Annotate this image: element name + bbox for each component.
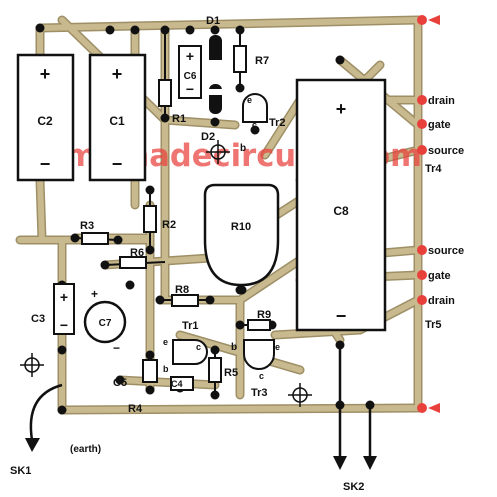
tr4-gate-label: gate xyxy=(428,119,451,131)
polarity-plus: + xyxy=(186,48,194,64)
label-c4: C4 xyxy=(171,379,183,389)
resistor-r2: R2 xyxy=(143,190,176,250)
label-r6: R6 xyxy=(130,247,144,259)
transistor-tr1: e c b Tr1 xyxy=(163,320,208,374)
polarity-minus: − xyxy=(186,81,194,97)
pin-b: b xyxy=(163,364,169,374)
label-r7: R7 xyxy=(255,55,269,67)
label-c7: C7 xyxy=(99,318,112,329)
resistor-r7: R7 xyxy=(233,30,269,88)
label-r10: R10 xyxy=(231,221,251,233)
label-r8: R8 xyxy=(175,284,189,296)
polarity-plus: + xyxy=(40,64,51,84)
diode-d2: D2 xyxy=(201,84,222,143)
tr5-gate-label: gate xyxy=(428,270,451,282)
tr4-source-label: source xyxy=(428,145,464,157)
label-d1: D1 xyxy=(206,15,220,27)
resistor-r5: R5 xyxy=(208,350,238,395)
label-r1: R1 xyxy=(172,113,186,125)
capacitor-c6: + C6 − xyxy=(178,45,202,99)
sk1-earth-note: (earth) xyxy=(70,444,101,455)
registration-mark xyxy=(206,140,230,164)
sk2-arrow-icon xyxy=(333,456,347,470)
polarity-minus: − xyxy=(40,154,51,174)
label-r4: R4 xyxy=(128,403,143,415)
label-sk1: SK1 xyxy=(10,465,31,477)
resistor-r8: R8 xyxy=(160,284,210,307)
capacitor-c8: + C8 − xyxy=(295,78,387,332)
label-tr5: Tr5 xyxy=(425,319,442,331)
tr4-drain-label: drain xyxy=(428,95,455,107)
label-tr1: Tr1 xyxy=(182,320,199,332)
label-r3: R3 xyxy=(80,220,94,232)
pin-b: b xyxy=(231,342,237,353)
capacitor-c7: C7 + − xyxy=(83,287,127,355)
polarity-plus: + xyxy=(112,64,123,84)
label-c8: C8 xyxy=(333,204,349,218)
polarity-plus: + xyxy=(91,287,98,301)
polarity-minus: − xyxy=(112,154,123,174)
label-c5: C5 xyxy=(113,377,127,389)
sk1-lead xyxy=(29,383,63,441)
capacitor-c5: C5 xyxy=(113,359,158,389)
label-r9: R9 xyxy=(257,309,271,321)
label-tr3: Tr3 xyxy=(251,387,268,399)
polarity-plus: + xyxy=(60,289,68,305)
capacitor-c3: + − C3 xyxy=(31,283,75,335)
transistor-tr2: e c b Tr2 xyxy=(240,93,286,154)
registration-mark xyxy=(20,353,44,377)
label-tr2: Tr2 xyxy=(269,117,286,129)
polarity-minus: − xyxy=(60,317,68,333)
tr5-source-label: source xyxy=(428,245,464,257)
resistor-r9: R9 xyxy=(240,309,272,331)
label-c2: C2 xyxy=(37,114,53,128)
label-c6: C6 xyxy=(184,71,197,82)
pin-c: c xyxy=(259,371,264,381)
capacitor-c4: C4 xyxy=(170,376,194,391)
resistor-r3: R3 xyxy=(74,220,119,245)
pin-e: e xyxy=(247,95,252,105)
pin-b: b xyxy=(240,143,246,154)
polarity-plus: + xyxy=(336,99,347,119)
transistor-tr3: b e c Tr3 xyxy=(231,339,280,399)
label-d2: D2 xyxy=(201,131,215,143)
pin-c: c xyxy=(252,120,257,130)
label-r2: R2 xyxy=(162,219,176,231)
sk2-arrow-icon xyxy=(363,456,377,470)
sk2-leads xyxy=(338,345,372,458)
resistor-r1: R1 xyxy=(158,30,186,125)
sk1-arrow-icon xyxy=(25,438,40,452)
pin-c: c xyxy=(196,342,201,352)
trimmer-r10: R10 xyxy=(203,183,280,287)
label-c3: C3 xyxy=(31,313,45,325)
label-c1: C1 xyxy=(109,114,125,128)
capacitor-c1: + C1 − xyxy=(88,53,147,182)
pin-e: e xyxy=(275,342,280,352)
resistor-r6: R6 xyxy=(104,247,166,269)
label-sk2: SK2 xyxy=(343,481,364,493)
tr5-drain-label: drain xyxy=(428,295,455,307)
polarity-minus: − xyxy=(113,341,120,355)
polarity-minus: − xyxy=(336,306,347,326)
diode-d1: D1 xyxy=(206,15,222,66)
registration-mark xyxy=(288,383,312,407)
terminal-pads xyxy=(417,15,440,413)
pin-e: e xyxy=(163,337,168,347)
label-r5: R5 xyxy=(224,367,238,379)
label-tr4: Tr4 xyxy=(425,163,442,175)
capacitor-c2: + C2 − xyxy=(16,53,75,182)
